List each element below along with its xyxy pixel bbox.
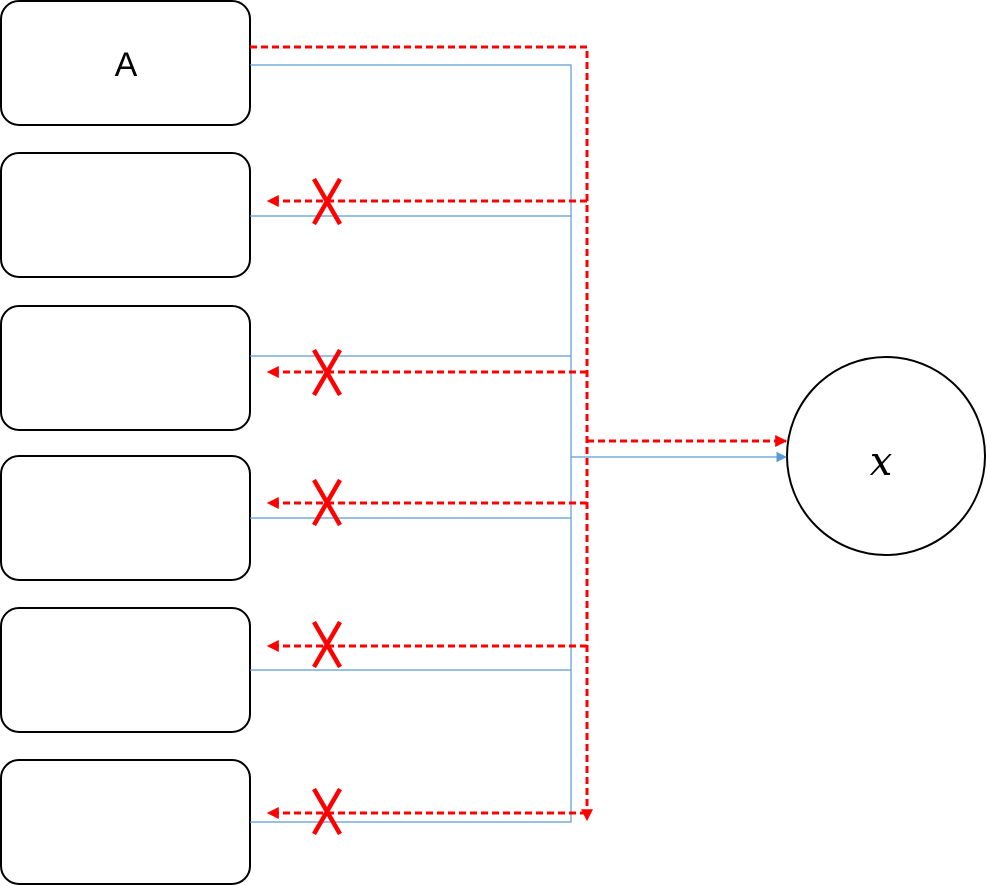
box-2	[0, 152, 251, 278]
cross-icon	[312, 787, 342, 836]
blocked-marks	[312, 177, 342, 836]
cross-icon	[312, 348, 342, 397]
cross-icon	[312, 478, 342, 527]
box-4	[0, 455, 251, 581]
red-path-main	[250, 45, 593, 822]
red-dashed-paths	[250, 45, 788, 822]
cross-icon	[312, 177, 342, 226]
target-node: x	[786, 356, 986, 556]
box-a-label: A	[115, 46, 138, 84]
cross-icon	[312, 620, 342, 669]
box-5	[0, 607, 251, 733]
blue-connectors	[250, 64, 788, 823]
box-a: A	[0, 0, 251, 126]
target-label: x	[870, 439, 893, 485]
box-3	[0, 305, 251, 431]
box-6	[0, 759, 251, 885]
blue-line-box-a	[250, 64, 572, 823]
